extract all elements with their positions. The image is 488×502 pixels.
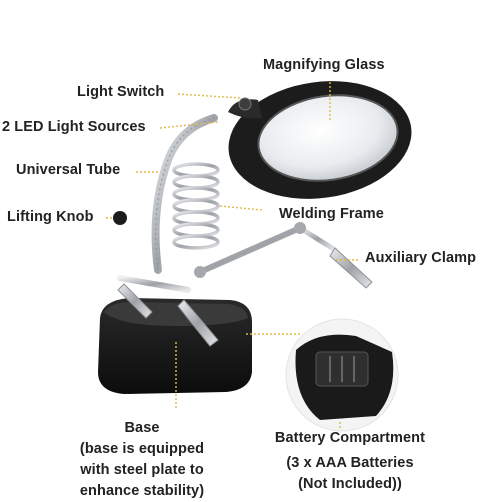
base-note-line3: enhance stability)	[79, 483, 205, 499]
battery-compartment-inset	[285, 318, 399, 432]
callout-welding-frame: Welding Frame	[279, 206, 384, 222]
callout-auxiliary-clamp: Auxiliary Clamp	[365, 250, 477, 266]
frame-arms	[117, 225, 338, 307]
base-title: Base	[124, 420, 160, 436]
base-note-line2: with steel plate to	[80, 462, 204, 478]
callout-lifting-knob: Lifting Knob	[7, 209, 94, 225]
callout-light-switch: Light Switch	[77, 84, 165, 100]
base-note-line1: (base is equipped	[79, 441, 205, 457]
battery-title: Battery Compartment	[274, 430, 426, 446]
callout-universal-tube: Universal Tube	[16, 162, 121, 178]
lower-clamp-shape	[177, 299, 219, 347]
callout-leader-lines	[106, 82, 360, 428]
callout-base: Base (base is equipped with steel plate …	[62, 418, 222, 502]
auxiliary-clamp-shape	[329, 247, 373, 289]
battery-note-line2: (Not Included))	[298, 476, 402, 492]
base-shape	[98, 298, 252, 394]
callout-battery: Battery Compartment (3 x AAA Batteries (…	[262, 428, 438, 495]
callout-magnifying-glass: Magnifying Glass	[263, 57, 385, 73]
lifting-knob-shape	[113, 211, 127, 225]
battery-note-line1: (3 x AAA Batteries	[286, 455, 414, 471]
callout-led-sources: 2 LED Light Sources	[2, 119, 146, 135]
magnifier-head-shape	[228, 81, 412, 199]
